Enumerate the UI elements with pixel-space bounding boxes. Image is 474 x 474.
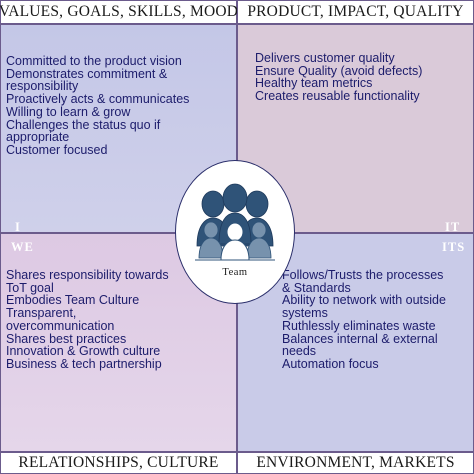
list-item: Healthy team metrics <box>255 76 373 91</box>
team-people-icon <box>195 183 275 261</box>
quadrant-its-list: Follows/Trusts the processes & Standards… <box>282 269 446 371</box>
list-item: Proactively acts & communicates <box>6 92 190 107</box>
list-item: Shares responsibility towards <box>6 268 169 282</box>
list-item: Innovation & Growth culture <box>6 344 161 359</box>
quadrant-we-list: Shares responsibility towards ToT goal E… <box>6 269 169 371</box>
list-item: Automation focus <box>282 356 379 371</box>
list-item: Balances internal & external <box>282 331 438 346</box>
list-item: Transparent, <box>6 306 77 321</box>
quadrant-i-list: Committed to the product vision Demonstr… <box>6 55 189 157</box>
footer-relationships-culture: RELATIONSHIPS, CULTURE <box>0 452 237 474</box>
list-item: Willing to learn & grow <box>6 104 131 119</box>
list-item: Committed to the product vision <box>6 54 182 68</box>
list-item: Embodies Team Culture <box>6 293 140 308</box>
list-item: Challenges the status quo if <box>6 117 161 132</box>
header-product-impact: PRODUCT, IMPACT, QUALITY <box>237 0 474 24</box>
list-item: overcommunication <box>6 318 115 333</box>
list-item: Business & tech partnership <box>6 356 162 371</box>
list-item: systems <box>282 306 328 321</box>
corner-label-it: IT <box>445 220 461 234</box>
list-item: & Standards <box>282 280 351 295</box>
list-item: Shares best practices <box>6 331 127 346</box>
list-item: Demonstrates commitment & <box>6 66 168 81</box>
list-item: responsibility <box>6 79 79 94</box>
list-item: Ability to network with outside <box>282 293 446 308</box>
list-item: Ensure Quality (avoid defects) <box>255 63 423 78</box>
list-item: ToT goal <box>6 280 54 295</box>
footer-environment-markets: ENVIRONMENT, MARKETS <box>237 452 474 474</box>
list-item: appropriate <box>6 130 70 145</box>
header-values-goals: VALUES, GOALS, SKILLS, MOOD <box>0 0 238 24</box>
list-item: Customer focused <box>6 142 108 157</box>
quadrant-it-list: Delivers customer quality Ensure Quality… <box>255 52 422 103</box>
corner-label-its: ITS <box>442 240 466 254</box>
list-item: Follows/Trusts the processes <box>282 268 444 282</box>
corner-label-i: I <box>15 220 21 234</box>
list-item: needs <box>282 344 317 359</box>
team-label: Team <box>222 267 248 278</box>
list-item: Ruthlessly eliminates waste <box>282 318 436 333</box>
list-item: Delivers customer quality <box>255 51 395 65</box>
list-item: Creates reusable functionality <box>255 89 420 104</box>
corner-label-we: WE <box>11 240 34 254</box>
